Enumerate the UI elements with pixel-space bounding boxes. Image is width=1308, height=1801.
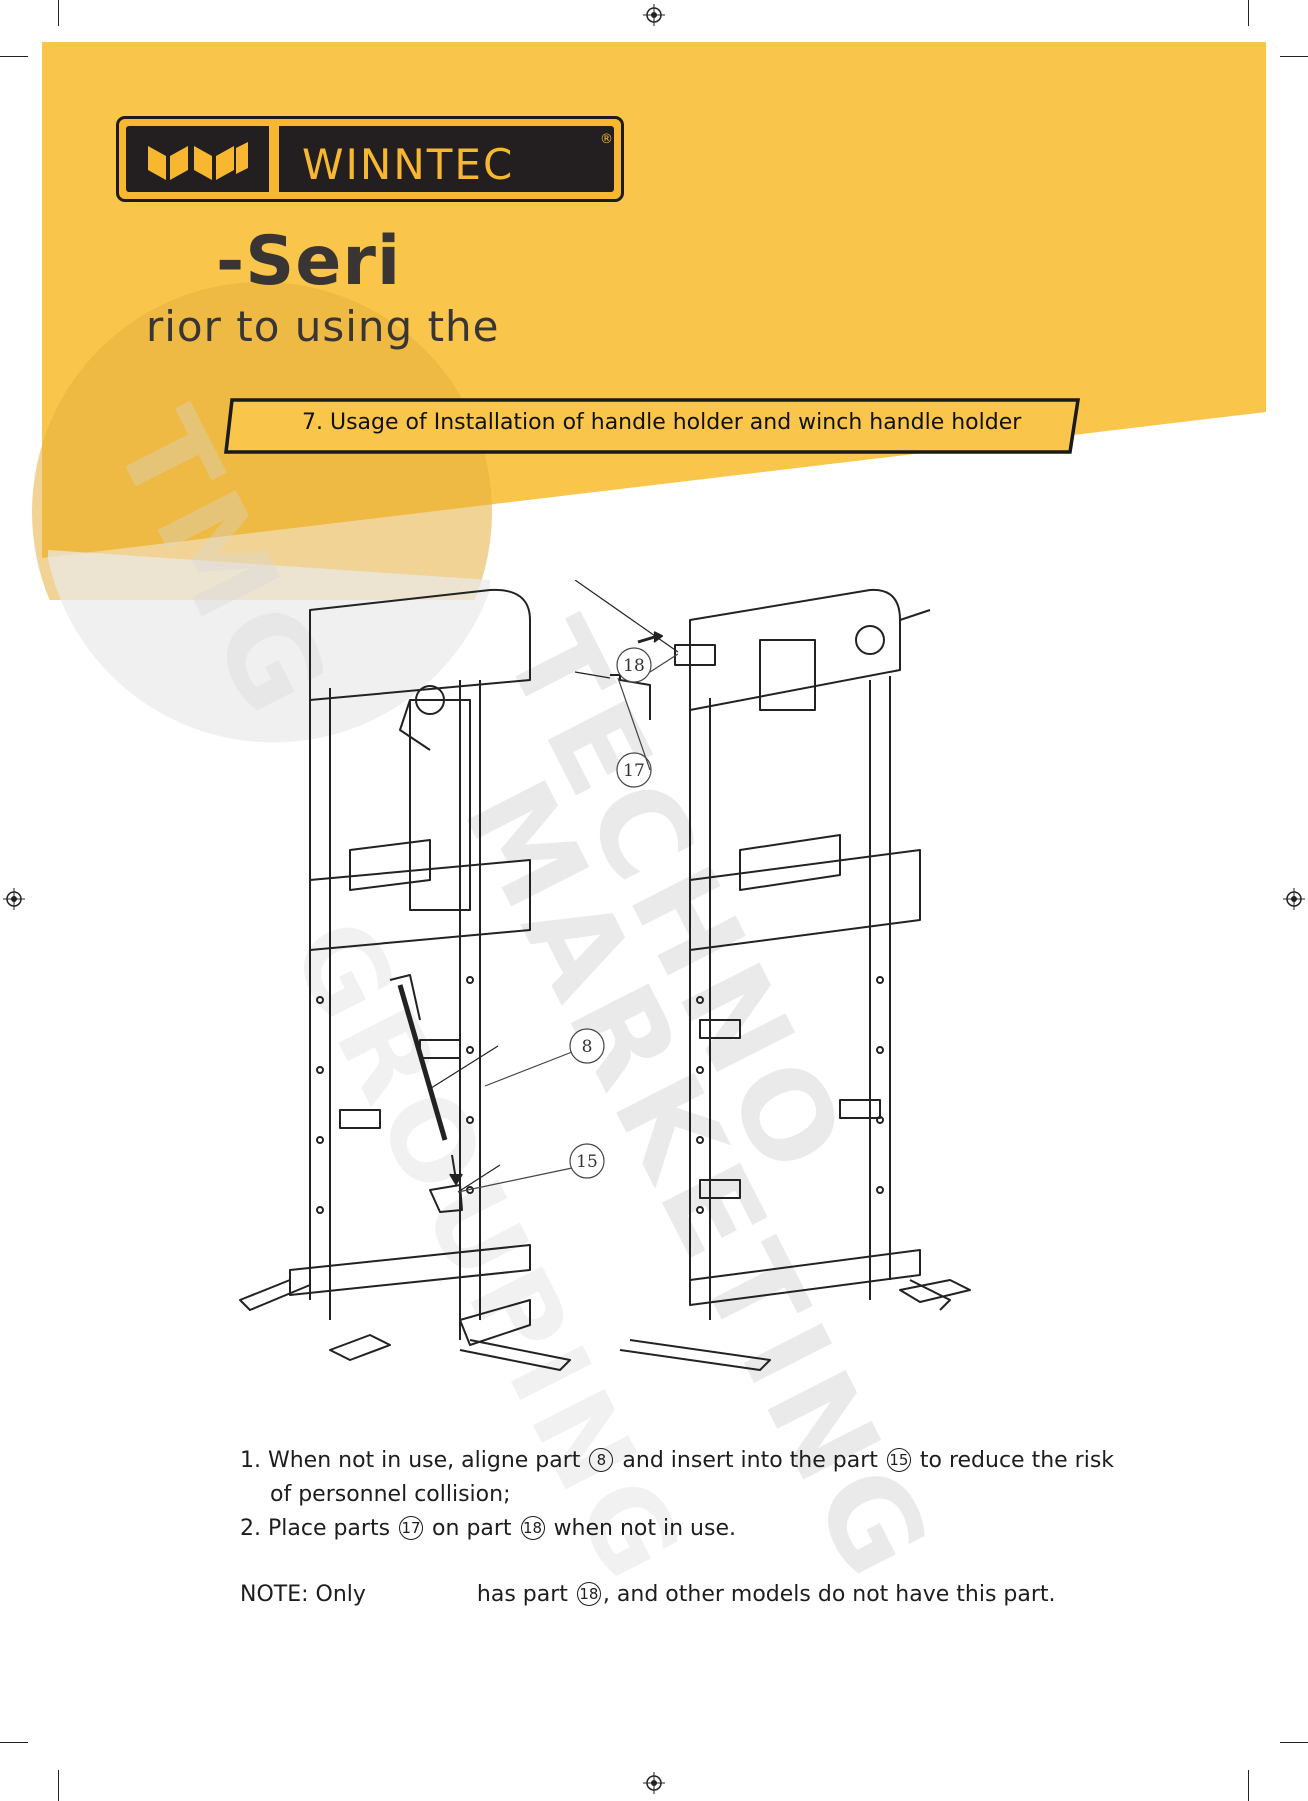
instruction-item-2: 2. Place parts 17 on part 18 when not in… (240, 1512, 1120, 1546)
instructions-block: 1. When not in use, aligne part 8 and in… (240, 1444, 1120, 1612)
crop-mark (58, 1770, 59, 1801)
callout-label: 18 (623, 656, 645, 676)
callout-label: 15 (576, 1152, 598, 1172)
part-number-badge: 18 (576, 1582, 601, 1606)
crop-mark (0, 1742, 28, 1743)
logo-divider (269, 126, 279, 192)
callout-label: 8 (582, 1037, 593, 1057)
part-number-badge: 8 (589, 1448, 614, 1472)
instruction-text: when not in use. (553, 1516, 736, 1541)
part-number-badge: 18 (520, 1516, 545, 1540)
instruction-item-1-cont: of personnel collision; (270, 1482, 511, 1507)
note-label: NOTE: Only (240, 1582, 366, 1607)
brand-logo: WINNTEC ® (116, 116, 624, 202)
press-diagram: 18 17 8 15 (239, 580, 971, 1371)
series-title: -Seri (216, 222, 402, 301)
instruction-text: 1. When not in use, aligne part (240, 1448, 581, 1473)
note-text: , and other models do not have this part… (602, 1582, 1056, 1607)
registration-mark-icon (3, 888, 25, 910)
instruction-text: and insert into the part (622, 1448, 878, 1473)
part-number-badge: 15 (886, 1448, 911, 1472)
crop-mark (58, 0, 59, 26)
crop-mark (1280, 56, 1308, 57)
registered-mark: ® (600, 132, 613, 147)
logo-inner: WINNTEC ® (126, 126, 614, 192)
crop-mark (0, 56, 28, 57)
instruction-item-1: 1. When not in use, aligne part 8 and in… (240, 1444, 1120, 1478)
intro-text: rior to using the (146, 302, 500, 351)
callouts: 18 17 8 15 (569, 647, 652, 1179)
registration-mark-icon (643, 4, 665, 26)
instruction-text: to reduce the risk (919, 1448, 1115, 1473)
registration-mark-icon (643, 1772, 665, 1794)
section-banner (224, 398, 1080, 454)
callout-label: 17 (623, 761, 645, 781)
crop-mark (1248, 1770, 1249, 1801)
logo-text: WINNTEC (302, 140, 515, 189)
registration-mark-icon (1283, 888, 1305, 910)
left-press (239, 588, 571, 1371)
crop-mark (1280, 1742, 1308, 1743)
crop-mark (1248, 0, 1249, 26)
note-line: NOTE: Only has part 18, and other models… (240, 1578, 1120, 1612)
section-title: 7. Usage of Installation of handle holde… (302, 410, 1022, 435)
logo-wings-icon (148, 142, 248, 180)
part-number-badge: 17 (399, 1516, 424, 1540)
instruction-text: 2. Place parts (240, 1516, 391, 1541)
instruction-text: on part (432, 1516, 512, 1541)
note-text: has part (476, 1582, 568, 1607)
right-press (610, 588, 971, 1371)
